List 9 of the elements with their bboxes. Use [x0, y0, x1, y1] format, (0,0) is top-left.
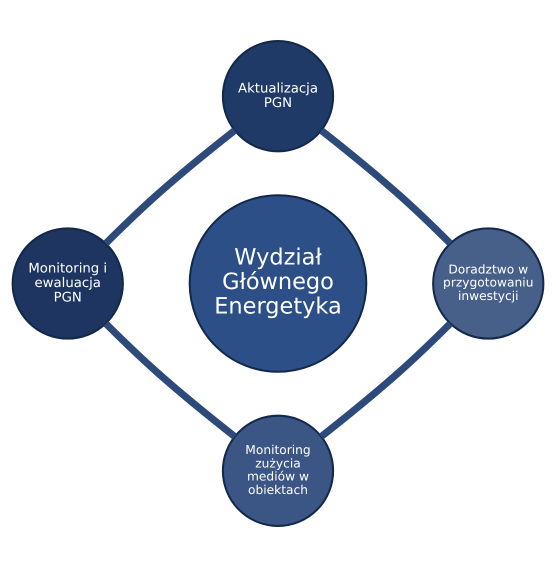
connector — [103, 320, 237, 439]
node-circle: Monitoring zużycia mediów w obiektach — [222, 414, 334, 526]
node-circle: Monitoring i ewaluacja PGN — [12, 226, 124, 340]
connector — [319, 127, 453, 246]
node-circle: Doradztwo w przygotowaniu inwestycji — [432, 226, 544, 340]
node-circle: Wydział Głównego Energetyka — [188, 194, 368, 372]
connector — [319, 320, 453, 439]
connector — [103, 127, 237, 246]
node-circle: Aktualizacja PGN — [222, 40, 334, 152]
